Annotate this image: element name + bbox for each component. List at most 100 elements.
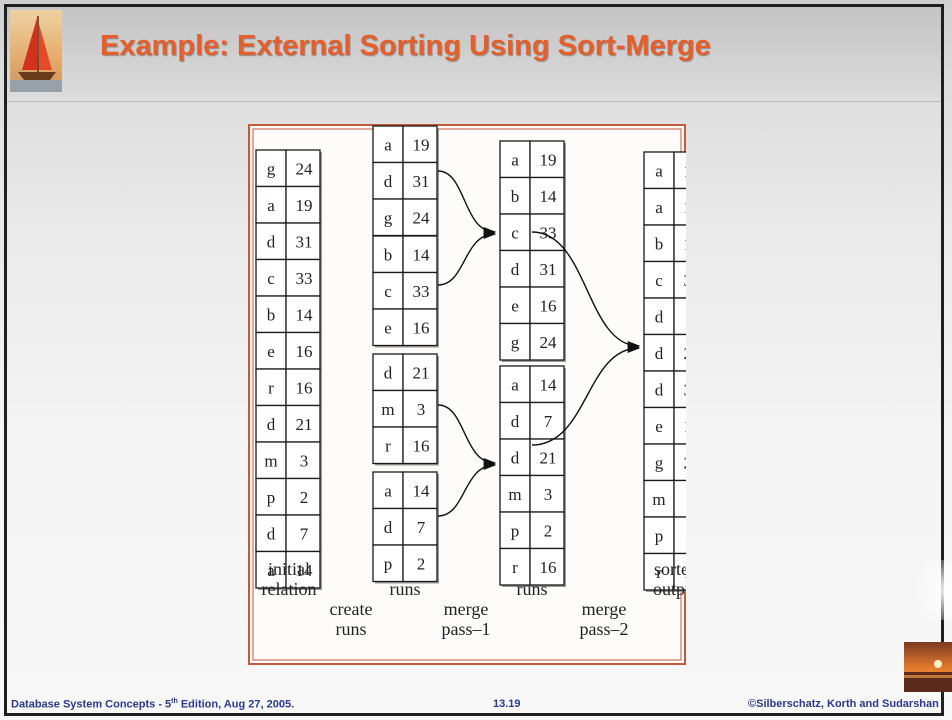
- record-value: 14: [296, 305, 314, 324]
- label-merge-pass-1-line: pass–1: [442, 619, 491, 639]
- record-key: a: [655, 198, 663, 217]
- slide-title: Example: External Sorting Using Sort-Mer…: [100, 30, 711, 62]
- record-value: 14: [540, 187, 558, 206]
- key-cell: [255, 258, 287, 297]
- slide-border: [4, 4, 944, 716]
- record-key: d: [384, 172, 393, 191]
- value-cell: [673, 260, 686, 299]
- value-cell: [673, 552, 686, 591]
- record-value: 7: [417, 518, 426, 537]
- record-value: 14: [296, 561, 314, 580]
- record-key: a: [511, 150, 519, 169]
- record-key: e: [384, 318, 392, 337]
- record-key: c: [267, 269, 275, 288]
- value-cell: [285, 550, 321, 589]
- record-key: c: [384, 282, 392, 301]
- value-cell: [673, 516, 686, 555]
- record-value: 24: [540, 333, 558, 352]
- value-cell: [529, 322, 565, 361]
- key-cell: [255, 514, 287, 553]
- record-value: 33: [684, 271, 687, 290]
- key-cell: [372, 426, 404, 465]
- value-cell: [673, 297, 686, 336]
- value-cell: [402, 308, 438, 347]
- record-value: 33: [296, 269, 313, 288]
- value-cell: [285, 149, 321, 188]
- value-cell: [529, 511, 565, 550]
- record-value: 14: [413, 481, 431, 500]
- record-key: r: [512, 558, 518, 577]
- key-cell: [255, 441, 287, 480]
- record-value: 19: [684, 198, 687, 217]
- key-cell: [499, 401, 531, 440]
- record-key: m: [652, 490, 665, 509]
- record-key: c: [655, 271, 663, 290]
- record-key: r: [268, 378, 274, 397]
- value-cell: [402, 271, 438, 310]
- record-key: r: [385, 436, 391, 455]
- value-cell: [673, 151, 686, 190]
- key-cell: [499, 547, 531, 586]
- record-key: d: [511, 260, 520, 279]
- label-merge-pass-1-line: merge: [444, 599, 489, 619]
- record-value: 16: [540, 296, 557, 315]
- record-key: r: [656, 563, 662, 582]
- record-key: b: [511, 187, 520, 206]
- value-cell: [529, 474, 565, 513]
- value-cell: [285, 295, 321, 334]
- record-key: d: [267, 524, 276, 543]
- value-cell: [673, 187, 686, 226]
- value-cell: [402, 235, 438, 274]
- record-value: 2: [544, 521, 553, 540]
- footer-slide-number: 13.19: [493, 698, 521, 710]
- key-cell: [255, 404, 287, 443]
- record-value: 16: [413, 318, 430, 337]
- record-key: a: [384, 481, 392, 500]
- record-key: e: [655, 417, 663, 436]
- value-cell: [529, 401, 565, 440]
- record-key: d: [267, 232, 276, 251]
- value-cell: [673, 479, 686, 518]
- record-value: 21: [296, 415, 313, 434]
- label-runs-2-line: runs: [517, 579, 548, 599]
- record-key: p: [511, 521, 520, 540]
- record-value: 3: [417, 400, 426, 419]
- record-key: d: [267, 415, 276, 434]
- header-band: [7, 7, 941, 102]
- value-cell: [529, 140, 565, 179]
- label-runs-1-line: runs: [390, 579, 421, 599]
- record-key: a: [511, 375, 519, 394]
- record-value: 24: [296, 159, 314, 178]
- arrow-merged2-to-output: [531, 342, 641, 446]
- label-initial-relation-line: initial: [268, 559, 310, 579]
- arrow-merged1-to-output: [531, 231, 641, 352]
- label-create-runs-line: create: [330, 599, 373, 619]
- value-cell: [673, 224, 686, 263]
- label-merge-pass-2-line: pass–2: [580, 619, 629, 639]
- value-cell: [673, 406, 686, 445]
- record-key: d: [655, 307, 664, 326]
- record-key: m: [508, 485, 521, 504]
- arrow-run2-to-merge1: [437, 228, 497, 286]
- key-cell: [255, 550, 287, 589]
- arrow-run4-to-merge1b: [437, 459, 497, 517]
- record-value: 21: [540, 448, 557, 467]
- value-cell: [285, 185, 321, 224]
- record-key: a: [267, 196, 275, 215]
- record-key: d: [384, 363, 393, 382]
- value-cell: [402, 161, 438, 200]
- record-key: d: [511, 412, 520, 431]
- key-cell: [499, 213, 531, 252]
- label-sorted-output: sortedoutput: [653, 559, 686, 599]
- record-key: d: [384, 518, 393, 537]
- label-merge-pass-2-line: merge: [582, 599, 627, 619]
- value-cell: [402, 507, 438, 546]
